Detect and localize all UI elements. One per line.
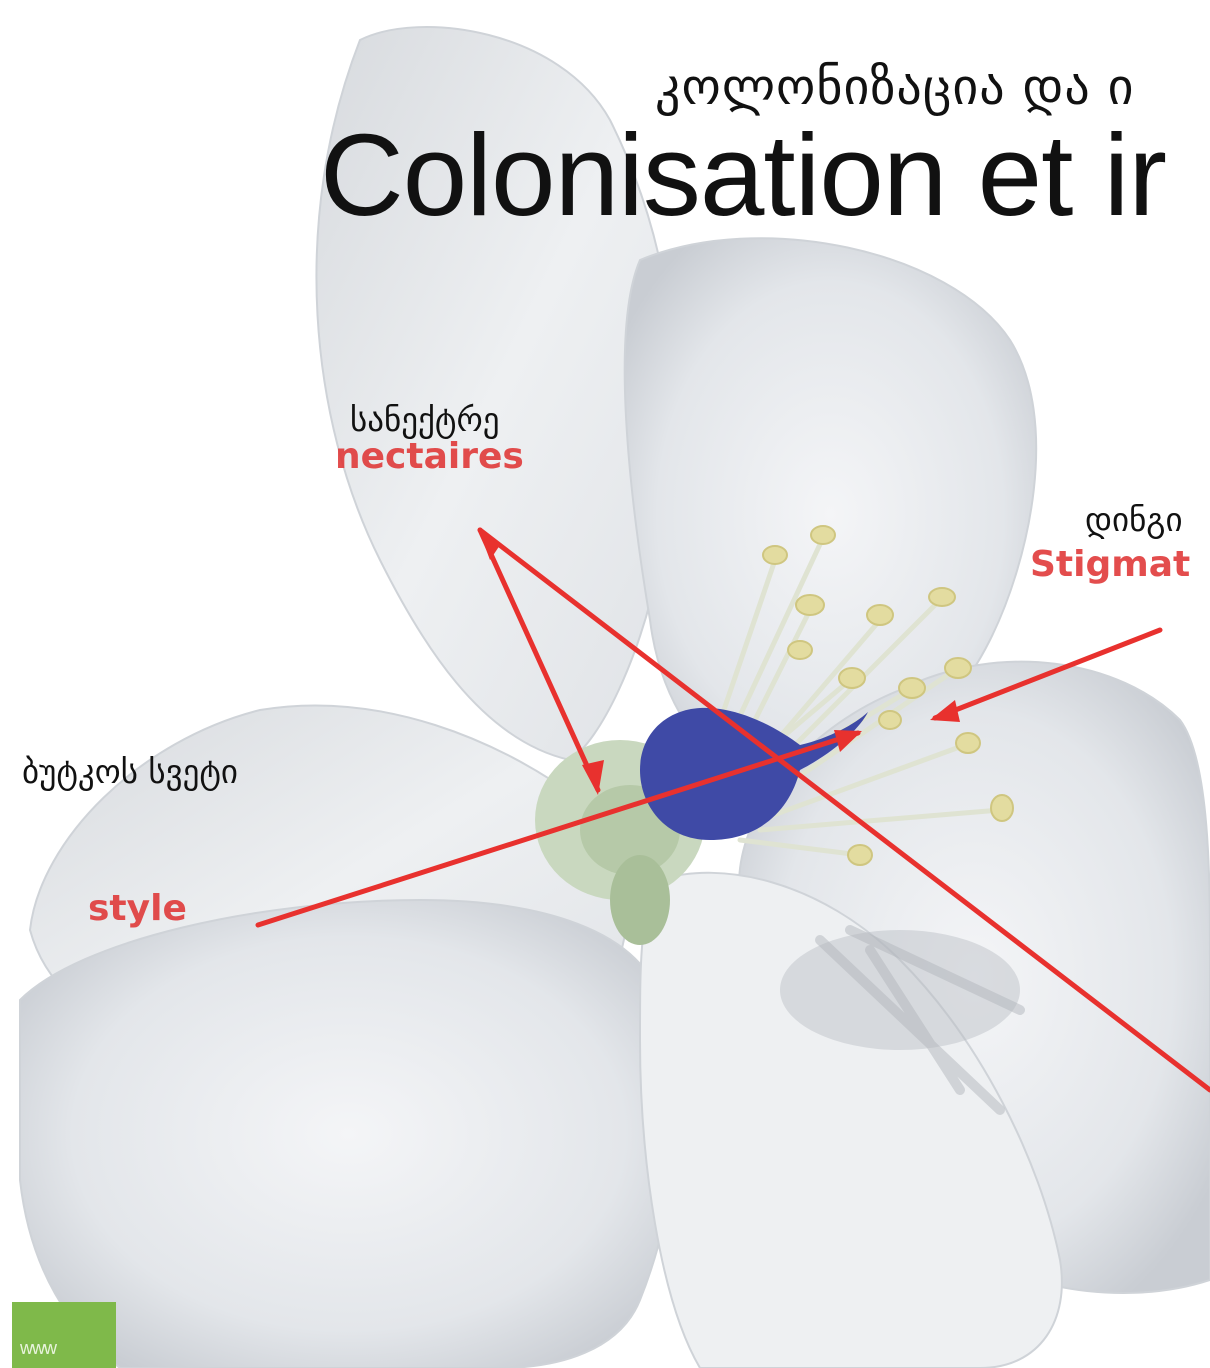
site-logo[interactable]: www [12, 1302, 116, 1368]
petal-bottom [20, 900, 677, 1368]
label-nectaires-french: nectaires [335, 436, 524, 477]
label-style-georgian: ბუტკოს სვეტი [22, 752, 238, 791]
label-nectaires-georgian: სანექტრე [350, 400, 500, 439]
receptacle [610, 855, 670, 945]
label-stigmates-french: Stigmat [1030, 544, 1190, 585]
logo-text: www [20, 1338, 56, 1359]
label-stigmates-georgian: დინგი [1085, 500, 1183, 539]
label-style-french: style [88, 888, 187, 929]
title-french: Colonisation et ir [320, 108, 1166, 242]
